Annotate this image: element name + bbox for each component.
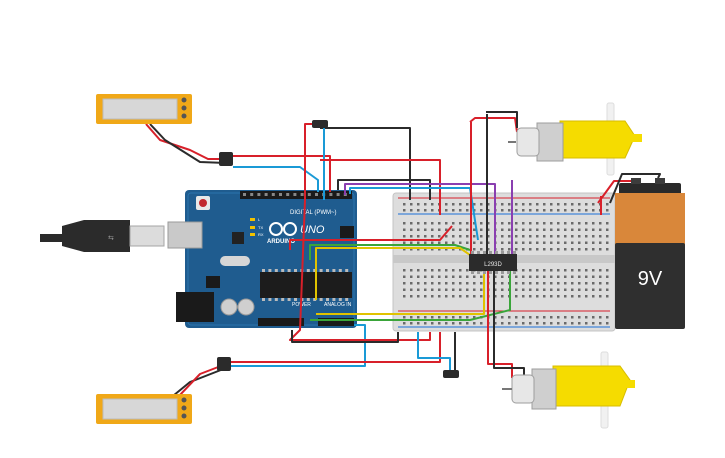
led-l — [250, 218, 255, 221]
wire — [486, 111, 518, 128]
svg-text:⇆: ⇆ — [108, 235, 114, 242]
wire — [310, 271, 511, 321]
usb-chip — [232, 232, 244, 244]
wire — [291, 330, 399, 343]
wire — [289, 225, 453, 250]
wire — [316, 271, 485, 315]
wire — [289, 123, 431, 341]
led-rx — [250, 233, 255, 236]
wire — [344, 183, 496, 255]
capacitor-1 — [220, 298, 238, 316]
battery-9v[interactable]: 9V — [615, 178, 685, 329]
driver-ic-label: L293D — [484, 262, 502, 268]
wire — [609, 173, 661, 204]
wire — [597, 180, 634, 204]
wire — [320, 159, 441, 215]
led-l-label: L — [258, 217, 261, 222]
atmega-chip — [260, 272, 352, 298]
wire — [320, 123, 325, 200]
lcd-bottom[interactable] — [96, 394, 192, 424]
usb-port — [167, 221, 203, 249]
wire — [337, 179, 431, 200]
wire — [417, 332, 451, 374]
led-tx-label: TX — [258, 225, 263, 230]
wire — [320, 127, 411, 200]
power-jack — [176, 292, 214, 322]
wire — [349, 187, 479, 241]
usb-plug-icon[interactable]: ⇆ — [40, 220, 165, 252]
wire — [469, 117, 518, 133]
wire — [493, 271, 525, 378]
motor-bottom[interactable] — [502, 351, 635, 429]
regulator — [206, 276, 220, 288]
crystal — [220, 256, 250, 266]
arduino-logo-icon — [269, 222, 297, 236]
jumper-top[interactable] — [312, 120, 328, 128]
power-header — [258, 318, 304, 326]
wire — [145, 123, 226, 160]
icsp-header — [340, 226, 354, 238]
wire — [231, 332, 441, 363]
led-tx — [250, 226, 255, 229]
wire — [231, 324, 366, 367]
connector-bottom[interactable] — [217, 357, 231, 371]
header-digital-label: DIGITAL (PWM~) — [290, 210, 337, 216]
wire — [233, 155, 331, 192]
analog-header — [318, 318, 354, 326]
wire — [487, 271, 513, 378]
wire — [149, 123, 227, 164]
wire — [309, 244, 471, 260]
jumper-bottom[interactable] — [443, 370, 459, 378]
battery-label: 9V — [638, 268, 663, 290]
lcd-top[interactable] — [96, 94, 192, 124]
arduino-model: UNO — [300, 224, 325, 236]
header-analog-label: ANALOG IN — [324, 302, 352, 308]
arduino-brand: ARDUINO — [267, 239, 295, 245]
connector-top[interactable] — [219, 152, 233, 166]
wire — [233, 166, 319, 192]
capacitor-2 — [237, 298, 255, 316]
motor-top[interactable] — [508, 102, 642, 176]
arduino-board[interactable]: DIGITAL (PWM~) ARDUINO UNO L TX RX POWER… — [167, 190, 357, 328]
driver-ic[interactable]: L293D — [469, 251, 517, 274]
led-rx-label: RX — [258, 232, 264, 237]
